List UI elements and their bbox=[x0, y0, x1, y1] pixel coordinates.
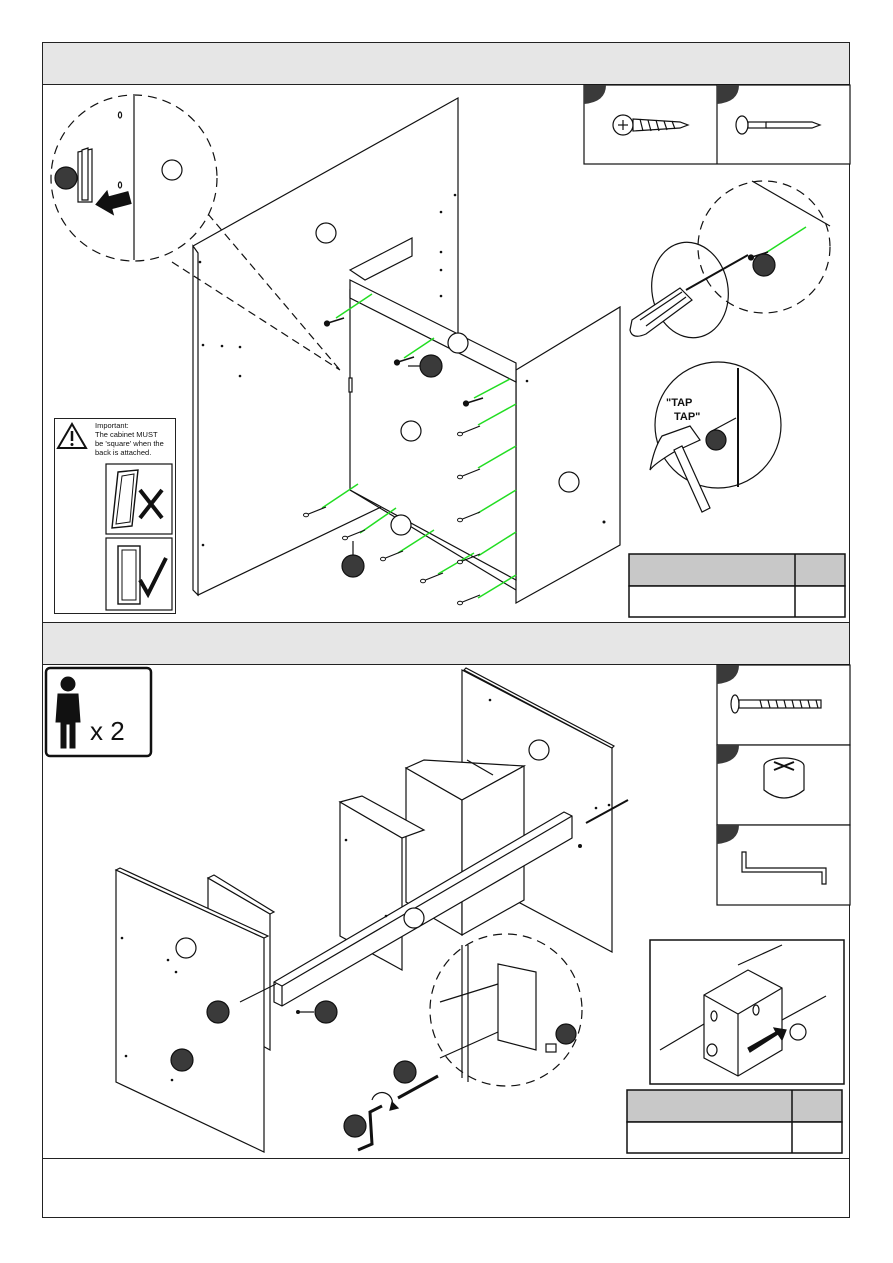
tap-label-1: "TAP bbox=[666, 397, 693, 409]
screw-icon bbox=[612, 114, 690, 136]
screwdriver-inset bbox=[629, 180, 831, 339]
step-1-header bbox=[43, 43, 849, 85]
step-2-header bbox=[43, 623, 849, 665]
warning-text: Important: The cabinet MUST be 'square' … bbox=[95, 421, 177, 457]
step-2-hardware bbox=[716, 664, 851, 906]
warning-line: The cabinet MUST bbox=[95, 430, 158, 439]
step-1-qty-table bbox=[628, 553, 846, 618]
hammer-inset bbox=[649, 361, 782, 513]
warning-line: be 'square' when the bbox=[95, 439, 164, 448]
square-warning-panel: Important: The cabinet MUST be 'square' … bbox=[54, 418, 176, 614]
cam-lock-icon bbox=[763, 757, 805, 799]
cam-detail-box bbox=[649, 939, 845, 1085]
step-2-drawing bbox=[114, 667, 629, 1153]
allen-key-icon bbox=[741, 851, 827, 885]
nail-icon bbox=[735, 115, 822, 135]
step-1-drawing bbox=[50, 94, 621, 606]
bolt-icon bbox=[730, 694, 822, 714]
warning-line: back is attached. bbox=[95, 448, 152, 457]
person-icon bbox=[44, 666, 153, 758]
people-count: x 2 bbox=[90, 716, 125, 746]
warning-icon bbox=[55, 421, 173, 611]
divider bbox=[43, 1158, 849, 1159]
divider bbox=[43, 622, 849, 623]
warning-title: Important: bbox=[95, 421, 129, 430]
step-1-hardware bbox=[583, 84, 851, 165]
page-frame bbox=[42, 42, 850, 1218]
step-2-qty-table bbox=[626, 1089, 843, 1154]
tap-label-2: TAP" bbox=[674, 411, 701, 423]
